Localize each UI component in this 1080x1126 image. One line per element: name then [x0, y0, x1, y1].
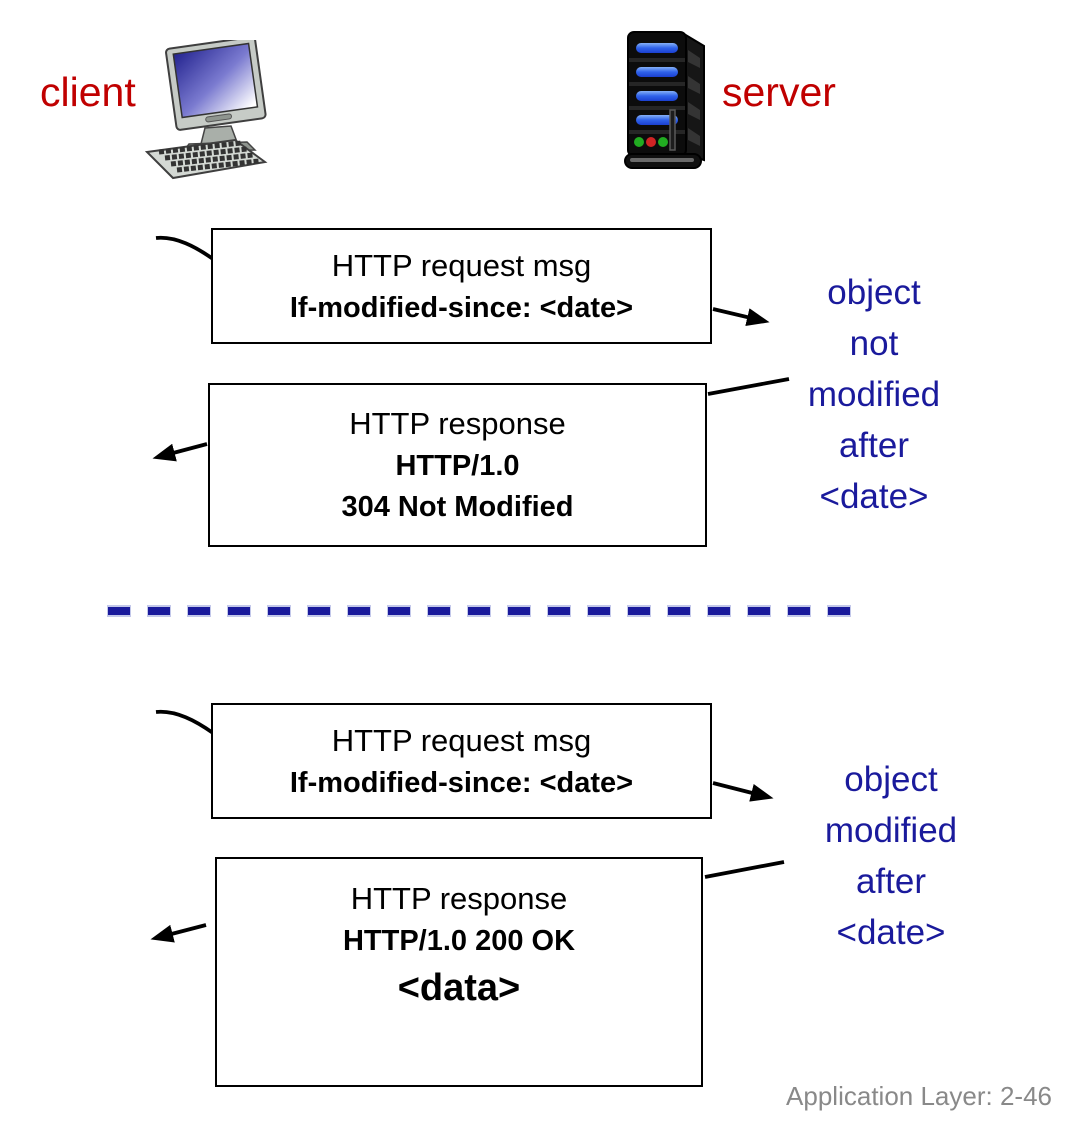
- response-box-2-body: <data>: [397, 967, 521, 1009]
- server-note-1-line: object: [827, 273, 921, 312]
- client-computer-icon: [144, 40, 268, 180]
- response-box-1: HTTP response HTTP/1.0 304 Not Modified: [208, 383, 707, 547]
- server-note-2: object modified after <date>: [776, 754, 1006, 958]
- client-timeline-to-request2-line: [155, 709, 215, 735]
- response1-to-client-arrow: [152, 442, 208, 462]
- request-box-1-title: HTTP request msg: [331, 247, 592, 283]
- server-note-2-line: object: [844, 760, 938, 799]
- response2-to-client-arrow: [150, 923, 207, 943]
- request1-to-server-arrow: [712, 307, 770, 326]
- server-timeline-to-response1-line: [707, 377, 790, 396]
- request-box-1: HTTP request msg If-modified-since: <dat…: [211, 228, 712, 344]
- response-box-1-status2: 304 Not Modified: [341, 491, 574, 523]
- client-label: client: [40, 69, 136, 115]
- request-box-1-header: If-modified-since: <date>: [289, 291, 634, 324]
- slide-page-number: Application Layer: 2-46: [786, 1081, 1052, 1111]
- response-box-2-title: HTTP response: [350, 881, 568, 916]
- server-note-2-line: after: [855, 862, 927, 901]
- request-box-2-title: HTTP request msg: [331, 722, 592, 758]
- response-box-2-status1: HTTP/1.0 200 OK: [342, 925, 576, 957]
- server-note-1-line: after: [838, 426, 910, 465]
- request-box-2-header: If-modified-since: <date>: [289, 766, 634, 799]
- response-box-2: HTTP response HTTP/1.0 200 OK <data>: [215, 857, 703, 1087]
- server-timeline-to-response2-line: [704, 860, 785, 879]
- server-note-2-line: modified: [824, 811, 958, 850]
- request-box-2: HTTP request msg If-modified-since: <dat…: [211, 703, 712, 819]
- request2-to-server-arrow: [712, 781, 774, 802]
- server-note-1-line: not: [849, 324, 899, 363]
- server-label: server: [722, 69, 836, 115]
- response-box-1-status1: HTTP/1.0: [395, 450, 520, 482]
- server-tower-icon: [624, 31, 705, 169]
- response-box-1-title: HTTP response: [349, 406, 566, 441]
- client-timeline-to-request1-line: [155, 235, 215, 261]
- server-note-2-line: <date>: [836, 913, 946, 952]
- server-note-1-line: <date>: [819, 477, 929, 516]
- server-note-1: object not modified after <date>: [762, 267, 986, 522]
- server-note-1-line: modified: [807, 375, 941, 414]
